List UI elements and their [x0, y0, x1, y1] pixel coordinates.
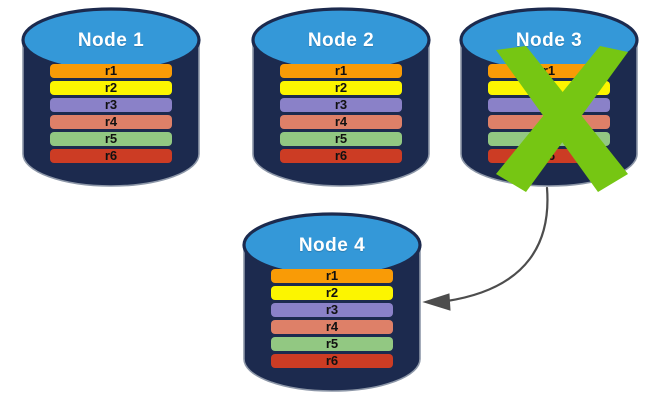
node-3-row-r5[interactable]: r5: [488, 132, 610, 146]
node-1-row-r6[interactable]: r6: [50, 149, 172, 163]
node-1-row-r1[interactable]: r1: [50, 64, 172, 78]
node-1[interactable]: Node 1 r1 r2 r3 r4 r5 r6: [21, 7, 201, 187]
node-2-row-r5[interactable]: r5: [280, 132, 402, 146]
node-1-row-r2[interactable]: r2: [50, 81, 172, 95]
cylinder-top: [242, 212, 422, 278]
node-4-row-r4[interactable]: r4: [271, 320, 393, 334]
row-label: r5: [334, 131, 348, 146]
row-label: r4: [104, 114, 118, 129]
node-3-row-r6[interactable]: r6: [488, 149, 610, 163]
row-label: r5: [104, 131, 118, 146]
node-2-row-r4[interactable]: r4: [280, 115, 402, 129]
row-label: r4: [542, 114, 556, 129]
row-label: r5: [325, 336, 339, 351]
node-2-row-r3[interactable]: r3: [280, 98, 402, 112]
cylinder-top: [21, 7, 201, 73]
arrow-path: [445, 186, 549, 303]
row-label: r4: [334, 114, 348, 129]
cylinder-top: [459, 7, 639, 73]
node-1-row-r3[interactable]: r3: [50, 98, 172, 112]
cylinder-top: [251, 7, 431, 73]
row-label: r6: [542, 148, 556, 163]
row-label: r3: [325, 302, 339, 317]
row-label: r1: [104, 63, 118, 78]
row-label: r5: [542, 131, 556, 146]
node-4-rows: r1 r2 r3 r4 r5 r6: [271, 269, 393, 368]
row-label: r4: [325, 319, 339, 334]
node-4-row-r1[interactable]: r1: [271, 269, 393, 283]
row-label: r1: [542, 63, 556, 78]
node-4-row-r6[interactable]: r6: [271, 354, 393, 368]
node-1-row-r5[interactable]: r5: [50, 132, 172, 146]
row-label: r6: [104, 148, 118, 163]
node-3-row-r1[interactable]: r1: [488, 64, 610, 78]
row-label: r2: [334, 80, 348, 95]
row-label: r6: [325, 353, 339, 368]
node-2-rows: r1 r2 r3 r4 r5 r6: [280, 64, 402, 163]
row-label: r1: [325, 268, 339, 283]
row-label: r3: [542, 97, 556, 112]
node-4-row-r3[interactable]: r3: [271, 303, 393, 317]
node-3[interactable]: Node 3 r1 r2 r3 r4 r5 r6: [459, 7, 639, 192]
node-2[interactable]: Node 2 r1 r2 r3 r4 r5 r6: [251, 7, 431, 187]
row-label: r3: [104, 97, 118, 112]
node-1-rows: r1 r2 r3 r4 r5 r6: [50, 64, 172, 163]
node-3-row-r4[interactable]: r4: [488, 115, 610, 129]
node-3-row-r3[interactable]: r3: [488, 98, 610, 112]
node-4-row-r2[interactable]: r2: [271, 286, 393, 300]
node-3-rows: r1 r2 r3 r4 r5 r6: [488, 64, 610, 163]
node-2-row-r1[interactable]: r1: [280, 64, 402, 78]
row-label: r2: [542, 80, 556, 95]
row-label: r2: [325, 285, 339, 300]
node-3-row-r2[interactable]: r2: [488, 81, 610, 95]
row-label: r6: [334, 148, 348, 163]
node-2-row-r6[interactable]: r6: [280, 149, 402, 163]
node-2-row-r2[interactable]: r2: [280, 81, 402, 95]
node-1-row-r4[interactable]: r4: [50, 115, 172, 129]
node-4-row-r5[interactable]: r5: [271, 337, 393, 351]
row-label: r1: [334, 63, 348, 78]
node-4[interactable]: Node 4 r1 r2 r3 r4 r5 r6: [242, 212, 422, 392]
row-label: r3: [334, 97, 348, 112]
arrow-head: [422, 293, 451, 311]
row-label: r2: [104, 80, 118, 95]
